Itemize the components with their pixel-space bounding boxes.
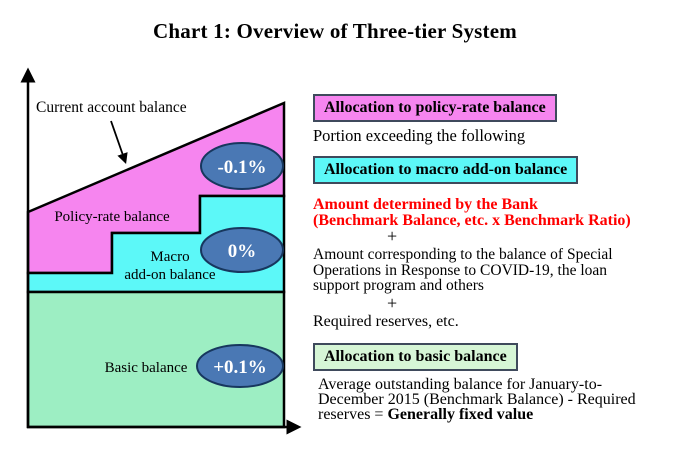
covid-line3: support program and others — [313, 277, 484, 294]
basic-balance-label: Basic balance — [105, 360, 188, 376]
basic-paragraph: Average outstanding balance for January-… — [313, 376, 636, 423]
covid-paragraph: Amount corresponding to the balance of S… — [313, 247, 613, 294]
plus-sign-1: + — [387, 226, 398, 246]
macro-red-text: Amount determined by the Bank (Benchmark… — [313, 197, 631, 229]
chart-title: Chart 1: Overview of Three-tier System — [153, 19, 517, 43]
macro-heading-box: Allocation to macro add-on balance — [313, 156, 579, 184]
reserves-text: Required reserves, etc. — [313, 313, 459, 330]
three-tier-diagram: Current account balance Policy-rate bala… — [20, 67, 302, 435]
macro-label-line2: add-on balance — [124, 267, 216, 283]
macro-add-on-value: 0% — [228, 241, 257, 262]
basic-balance-oval — [196, 344, 284, 388]
policy-note: Portion exceeding the following — [313, 126, 526, 145]
macro-red-line1: Amount determined by the Bank — [313, 196, 538, 213]
policy-rate-value: -0.1% — [217, 157, 266, 178]
current-account-arrow — [110, 120, 128, 165]
policy-rate-label: Policy-rate balance — [54, 209, 170, 225]
policy-heading-box: Allocation to policy-rate balance — [313, 94, 557, 122]
basic-line3-prefix: reserves = — [318, 406, 388, 423]
macro-red-line2: (Benchmark Balance, etc. x Benchmark Rat… — [313, 212, 631, 229]
basic-line2: December 2015 (Benchmark Balance) - Requ… — [318, 391, 636, 408]
basic-line3: reserves = Generally fixed value — [318, 406, 636, 423]
plus-sign-2: + — [387, 293, 398, 313]
basic-balance-value: +0.1% — [213, 357, 267, 378]
current-account-label: Current account balance — [36, 99, 187, 116]
basic-heading-box: Allocation to basic balance — [313, 343, 518, 371]
basic-line1: Average outstanding balance for January-… — [318, 376, 603, 393]
macro-add-on-oval — [200, 227, 284, 273]
covid-line2: Operations in Response to COVID-19, the … — [313, 261, 608, 279]
policy-rate-oval — [200, 142, 284, 190]
macro-label-line1: Macro — [150, 249, 189, 265]
covid-line1: Amount corresponding to the balance of S… — [313, 246, 613, 263]
basic-line3-bold: Generally fixed value — [387, 406, 534, 423]
